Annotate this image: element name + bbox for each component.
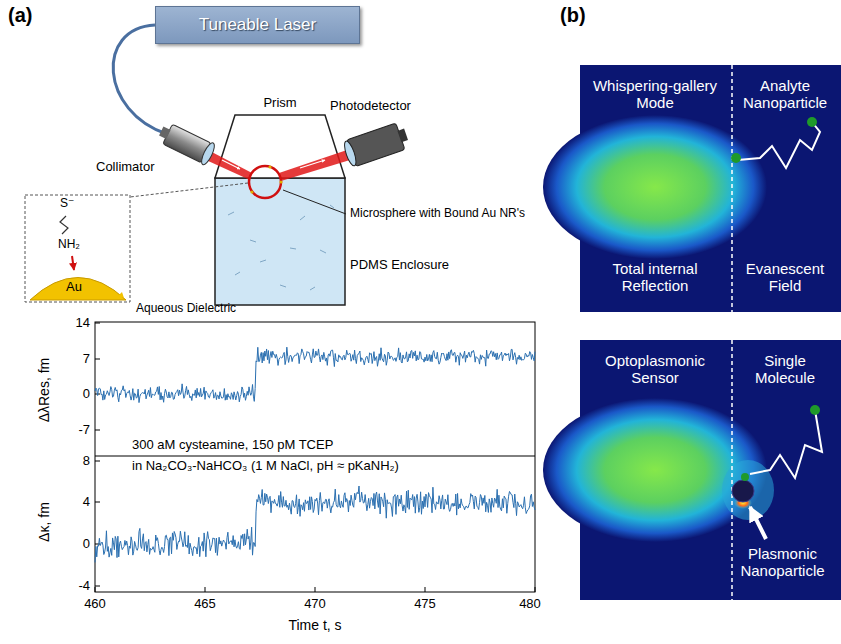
axis-title: Δκ, fm [36, 502, 52, 542]
output-beam [279, 150, 350, 181]
panel-label: Analyte Nanoparticle [735, 77, 835, 112]
tick-label: 0 [83, 537, 90, 552]
sensor-panel: Optoplasmonic Sensor Single MoleculePlasm… [580, 340, 841, 600]
plot-frame [95, 322, 535, 592]
linewidth-trace [95, 486, 535, 562]
annotation: in Na₂CO₃-NaHCO₃ (1 M NaCl, pH ≈ pKaNH₂) [132, 459, 399, 474]
molecule-dot [810, 405, 820, 415]
inset-frame [25, 195, 130, 302]
collimator [156, 120, 217, 166]
tick-label: 8 [83, 454, 90, 469]
beam-arrow [300, 160, 325, 168]
axis-title: ΔλRes, fm [36, 358, 52, 423]
axis-title: Time t, s [288, 617, 341, 633]
inset-line [130, 183, 248, 197]
panel-label: Optoplasmonic Sensor [590, 352, 720, 387]
resonance-shift-trace [95, 347, 535, 402]
wgm-panel: Whispering-gallery Mode Analyte Nanoparti… [580, 65, 841, 312]
tick-label: 7 [83, 352, 90, 367]
panel-divider [95, 456, 535, 457]
part-label: Microsphere with Bound Au NR's [350, 207, 525, 221]
molecule-dot [741, 473, 749, 481]
gold-nanorods [250, 165, 282, 193]
panel-label: Whispering-gallery Mode [590, 77, 720, 112]
chemical-label: S⁻ [60, 197, 74, 211]
chemical-label: NH₂ [58, 238, 80, 252]
plasmonic-particle [732, 480, 754, 502]
tick-label: 475 [414, 597, 436, 612]
part-label: Prism [263, 96, 296, 111]
panel-label: Plasmonic Nanoparticle [730, 545, 835, 580]
annotation: 300 aM cysteamine, 150 pM TCEP [132, 438, 333, 453]
tick-label: -4 [78, 579, 90, 594]
tick-label: 470 [304, 597, 326, 612]
interface-line [731, 340, 733, 600]
photodetector [342, 121, 411, 168]
signal-traces [95, 347, 535, 562]
pdms-enclosure [215, 178, 345, 305]
pointer-arrow [750, 507, 766, 539]
plasmon-field [722, 460, 774, 520]
bond-arrow [72, 256, 74, 270]
part-label: Aqueous Dielectric [136, 302, 236, 316]
axis-ticks [95, 323, 535, 592]
tick-label: 480 [519, 597, 541, 612]
leader-line [283, 190, 346, 214]
gold-tip [118, 292, 124, 298]
part-label: Photodetector [330, 99, 411, 114]
analyte-dot [807, 117, 817, 127]
chemical-label: Au [66, 280, 82, 295]
tick-label: 465 [194, 597, 216, 612]
part-label: PDMS Enclosure [350, 258, 449, 273]
input-beam [206, 150, 252, 180]
part-label: Collimator [96, 160, 155, 175]
tick-label: 14 [76, 316, 90, 331]
microsphere [249, 166, 281, 198]
gold-surface [30, 278, 126, 301]
tick-label: 460 [84, 597, 106, 612]
wgm-field [543, 115, 767, 259]
laser-box: Tuneable Laser [155, 6, 360, 44]
panel-letter: (b) [560, 4, 586, 27]
analyte-dot [731, 153, 741, 163]
molecule-chain [60, 216, 68, 234]
tick-label: 0 [83, 387, 90, 402]
panel-label: Single Molecule [735, 352, 835, 387]
beam-arrow [222, 160, 240, 169]
panel-label: Evanescent Field [735, 260, 835, 295]
panel-label: Total internal Reflection [590, 260, 720, 295]
brownian-path [738, 122, 820, 168]
brownian-path [750, 410, 822, 478]
interface-line [731, 65, 733, 312]
panel-letter: (a) [8, 4, 32, 27]
tick-label: 4 [83, 495, 90, 510]
dielectric-texture [228, 205, 334, 290]
tick-label: -7 [78, 423, 90, 438]
box-label: Tuneable Laser [186, 15, 329, 35]
